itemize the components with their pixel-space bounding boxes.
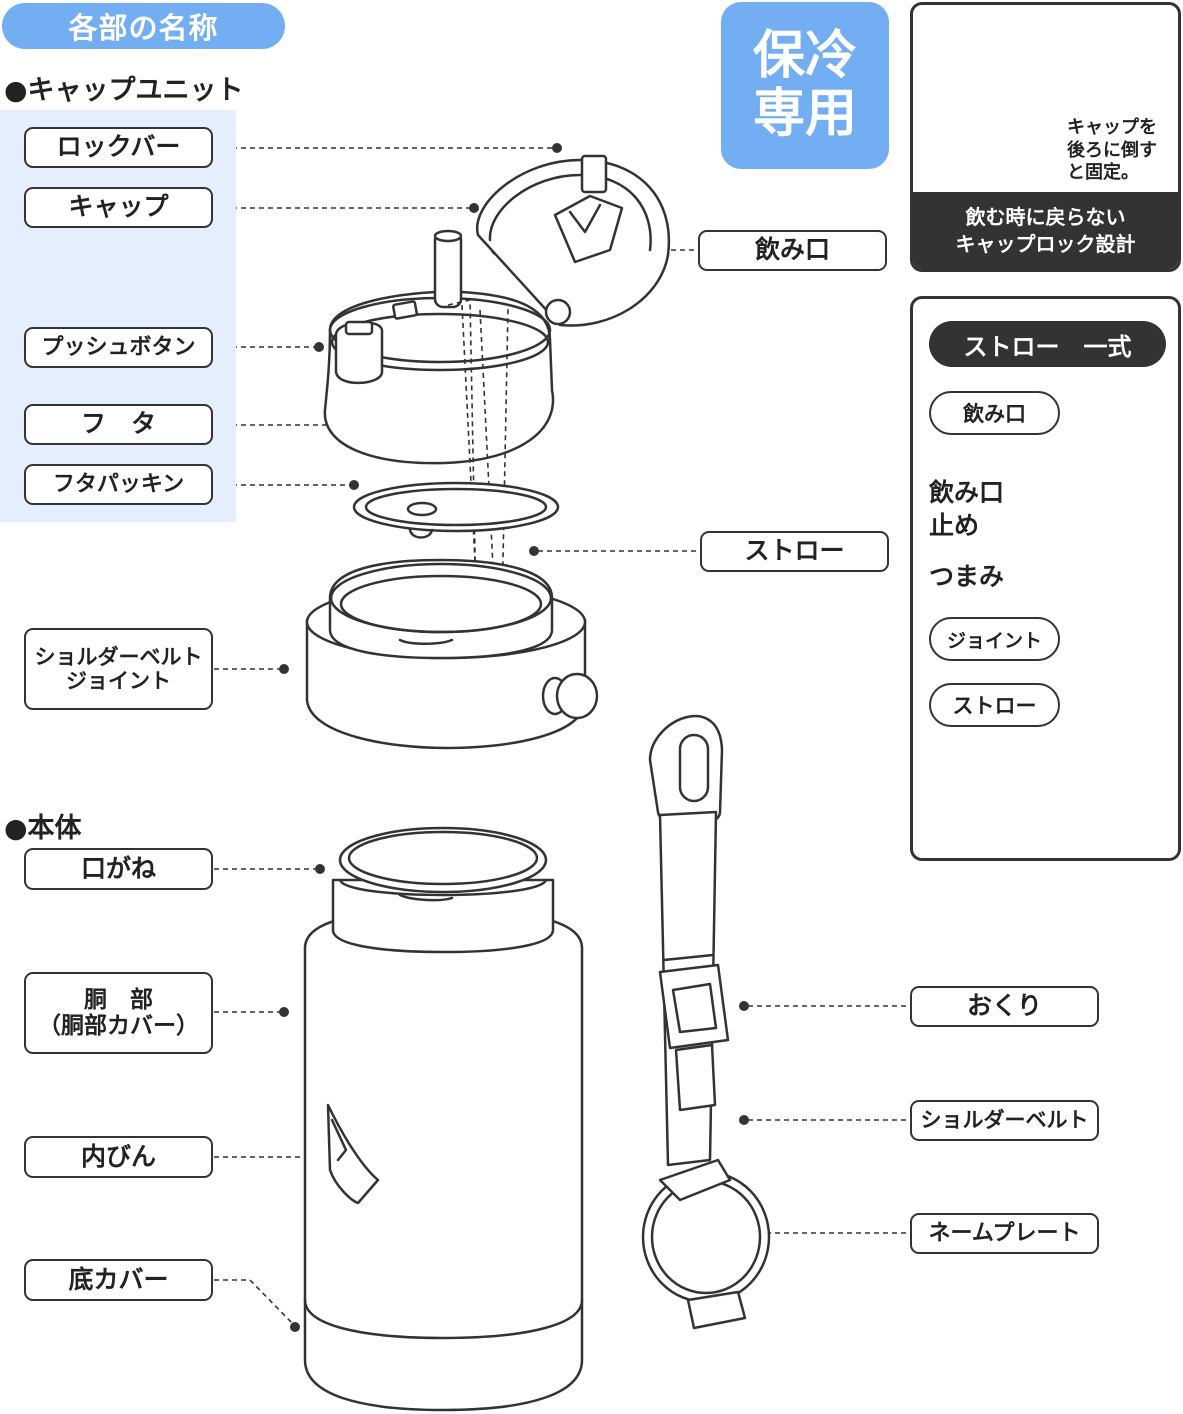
- straw-set-panel: ストロー 一式 飲み口 飲み口 止め つまみ ジョイント ストロー: [910, 296, 1181, 861]
- cap-illustration: [305, 154, 671, 750]
- body-heading: ●本体: [4, 813, 82, 844]
- straw-set-title: ストロー 一式: [929, 321, 1166, 367]
- label-body: 胴 部 （胴部カバー）: [24, 972, 213, 1054]
- straw-label-spout: 飲み口: [929, 391, 1060, 435]
- cap-unit-heading: ●キャップユニット: [4, 75, 244, 106]
- label-inner-bottle: 内びん: [24, 1136, 213, 1178]
- label-drinking-spout: 飲み口: [698, 230, 887, 271]
- page-title: 各部の名称: [2, 3, 285, 49]
- straw-label-knob: つまみ: [929, 562, 1005, 591]
- straw-label-straw: ストロー: [929, 683, 1060, 727]
- label-cap: キャップ: [24, 187, 213, 228]
- shoulder-belt-illustration: [641, 714, 771, 1330]
- label-bottom-cover: 底カバー: [24, 1259, 213, 1301]
- label-lock-bar: ロックバー: [24, 127, 213, 168]
- bottle-body-illustration: [303, 826, 584, 1412]
- label-straw: ストロー: [700, 531, 889, 572]
- cap-lock-caption: 飲む時に戻らない キャップロック設計: [913, 192, 1178, 269]
- straw-label-spout-stopper: 飲み口 止め: [929, 478, 1005, 540]
- label-shoulder-belt: ショルダーベルト: [910, 1100, 1099, 1141]
- label-lid: フ タ: [24, 404, 213, 445]
- cap-lock-panel: キャップを 後ろに倒す と固定。 飲む時に戻らない キャップロック設計: [910, 2, 1181, 272]
- label-buckle: おくり: [910, 986, 1099, 1027]
- label-lid-packing: フタパッキン: [24, 464, 213, 505]
- leader-lines-left: [214, 143, 562, 1332]
- cold-only-badge: 保冷 専用: [721, 2, 889, 169]
- straw-label-joint: ジョイント: [929, 617, 1060, 661]
- cap-unit-highlight: [0, 110, 236, 522]
- cap-lock-note: キャップを 後ろに倒す と固定。: [1067, 117, 1157, 183]
- label-push-button: プッシュボタン: [24, 327, 213, 368]
- label-name-plate: ネームプレート: [910, 1213, 1099, 1254]
- label-mouth: 口がね: [24, 848, 213, 890]
- label-shoulder-belt-joint: ショルダーベルト ジョイント: [24, 628, 213, 710]
